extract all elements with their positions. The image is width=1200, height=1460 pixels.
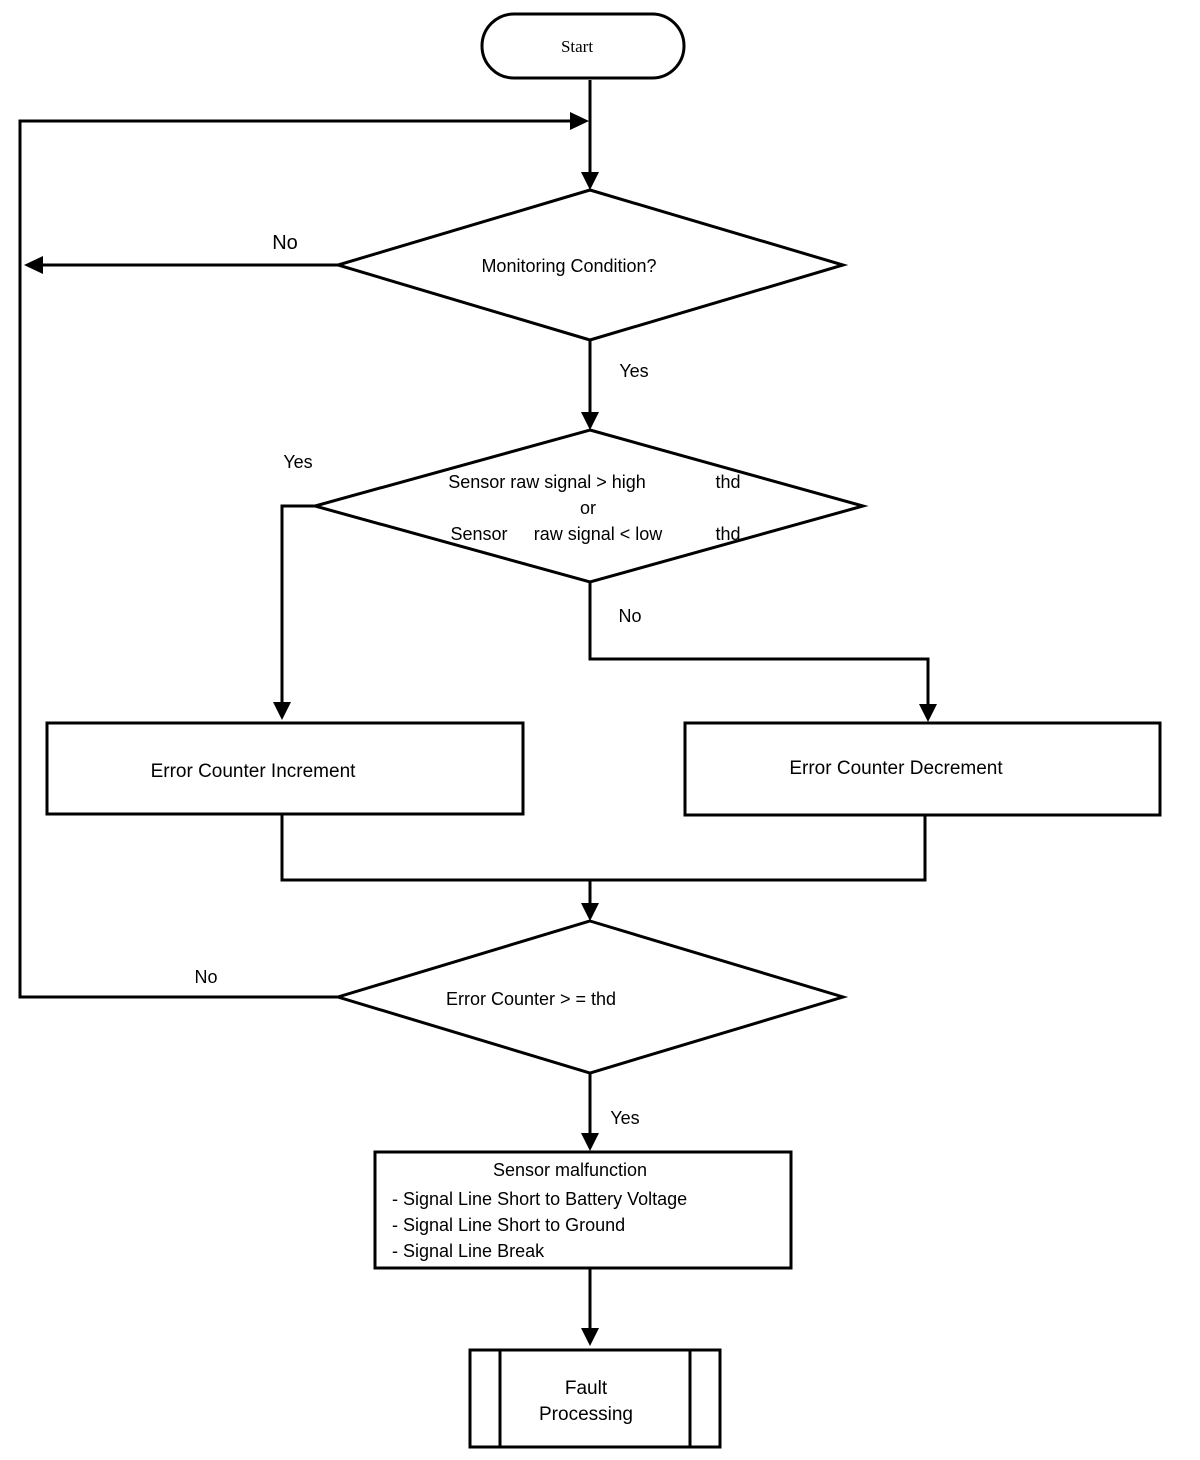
malfunction-item: - Signal Line Short to Battery Voltage [392, 1189, 687, 1209]
edge-label-counter-yes: Yes [610, 1108, 639, 1128]
malfunction-item: - Signal Line Short to Ground [392, 1215, 625, 1235]
connector-merge [280, 815, 927, 882]
start-terminator [480, 12, 686, 80]
sensor-malfunction-box [373, 1150, 793, 1270]
edge-label-sensor-no: No [618, 606, 641, 626]
sensor-check-line1-b: thd [715, 472, 740, 492]
sensor-check-line1-a: Sensor raw signal > high [448, 472, 646, 492]
arrowhead [581, 1133, 599, 1151]
error-counter-threshold-label: Error Counter > = thd [446, 989, 616, 1009]
connector-sensor-no [588, 582, 930, 704]
fault-processing-box [468, 1348, 722, 1449]
edge-label-counter-no: No [194, 967, 217, 987]
fault-processing-line1: Fault [565, 1378, 608, 1399]
arrowhead [581, 903, 599, 921]
sensor-check-line3-c: thd [715, 524, 740, 544]
arrowhead [581, 172, 599, 190]
sensor-check-line3-b: raw signal < low [534, 524, 664, 544]
malfunction-item: - Signal Line Break [392, 1241, 545, 1261]
arrowhead [24, 256, 43, 274]
connector-sensor-yes [280, 504, 315, 702]
error-counter-increment-box [45, 721, 525, 816]
edge-label-monitoring-yes: Yes [619, 361, 648, 381]
error-counter-increment-label: Error Counter Increment [151, 761, 357, 782]
connector-loop-back [18, 119, 570, 999]
arrowhead [273, 702, 291, 720]
sensor-check-line2: or [580, 498, 596, 518]
fault-processing-line2: Processing [539, 1404, 633, 1425]
arrowhead [581, 1328, 599, 1346]
sensor-check-line3-a: Sensor [450, 524, 507, 544]
edge-label-sensor-yes: Yes [283, 452, 312, 472]
sensor-malfunction-title: Sensor malfunction [493, 1160, 647, 1180]
arrowhead [919, 704, 937, 722]
monitoring-condition-label: Monitoring Condition? [481, 256, 656, 276]
error-counter-decrement-box [683, 721, 1162, 817]
arrowhead [570, 112, 589, 130]
edge-label-monitoring-no: No [272, 232, 298, 254]
error-counter-decrement-label: Error Counter Decrement [789, 758, 1003, 779]
arrowhead [581, 412, 599, 430]
start-label: Start [561, 37, 593, 56]
